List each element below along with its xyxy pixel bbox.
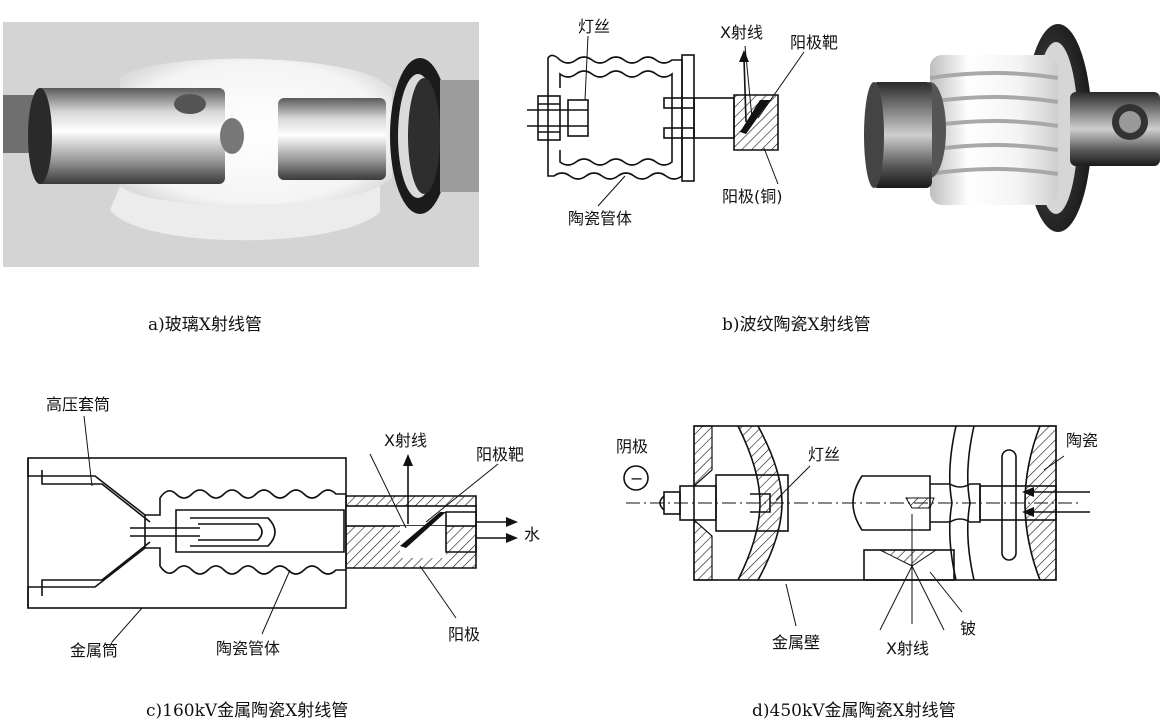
minus-sign: − <box>630 469 643 488</box>
cathode-minus-symbol <box>623 465 649 491</box>
label-anode-target-c: 阳极靶 <box>476 445 524 464</box>
label-xray-c: X射线 <box>384 431 427 450</box>
label-hv-sleeve-c: 高压套筒 <box>46 395 110 414</box>
label-beryllium-d: 铍 <box>960 619 976 638</box>
label-ceramic-tube-c: 陶瓷管体 <box>216 639 280 658</box>
caption-d: d)450kV金属陶瓷X射线管 <box>752 701 956 721</box>
caption-a: a)玻璃X射线管 <box>148 315 262 335</box>
label-ceramic-d: 陶瓷 <box>1066 431 1098 450</box>
label-ceramic-tube-b: 陶瓷管体 <box>568 209 632 228</box>
label-water-c: 水 <box>524 525 540 544</box>
label-xray-b: X射线 <box>720 23 763 42</box>
corrugated-ceramic-tube-drawing: 灯丝 X射线 阳极靶 陶瓷管体 阳极(铜) <box>527 17 838 228</box>
metal-cylinder-outline <box>27 457 347 609</box>
label-xray-d: X射线 <box>886 639 929 658</box>
label-filament-b: 灯丝 <box>578 17 610 36</box>
metal-ceramic-tube-450kv-drawing: − 阴极 灯丝 陶瓷 金属壁 铍 X射线 <box>616 425 1098 658</box>
caption-b: b)波纹陶瓷X射线管 <box>722 315 871 335</box>
corrugated-ceramic-tube-photo <box>864 24 1160 232</box>
label-cathode-d: 阴极 <box>616 437 648 456</box>
caption-c: c)160kV金属陶瓷X射线管 <box>146 701 349 721</box>
label-filament-d: 灯丝 <box>808 445 840 464</box>
glass-xray-tube-photo <box>3 22 479 267</box>
label-anode-c: 阳极 <box>448 625 480 644</box>
anode-copper-block <box>733 94 779 151</box>
label-metal-cylinder-c: 金属筒 <box>70 641 118 660</box>
hv-sleeve-outline <box>27 458 146 608</box>
metal-ceramic-tube-160kv-drawing: 高压套筒 X射线 阳极靶 水 金属筒 陶瓷管体 阳极 <box>27 395 540 660</box>
label-metal-wall-d: 金属壁 <box>772 633 820 652</box>
label-anode-copper-b: 阳极(铜) <box>722 187 783 206</box>
label-anode-target-b: 阳极靶 <box>790 33 838 52</box>
